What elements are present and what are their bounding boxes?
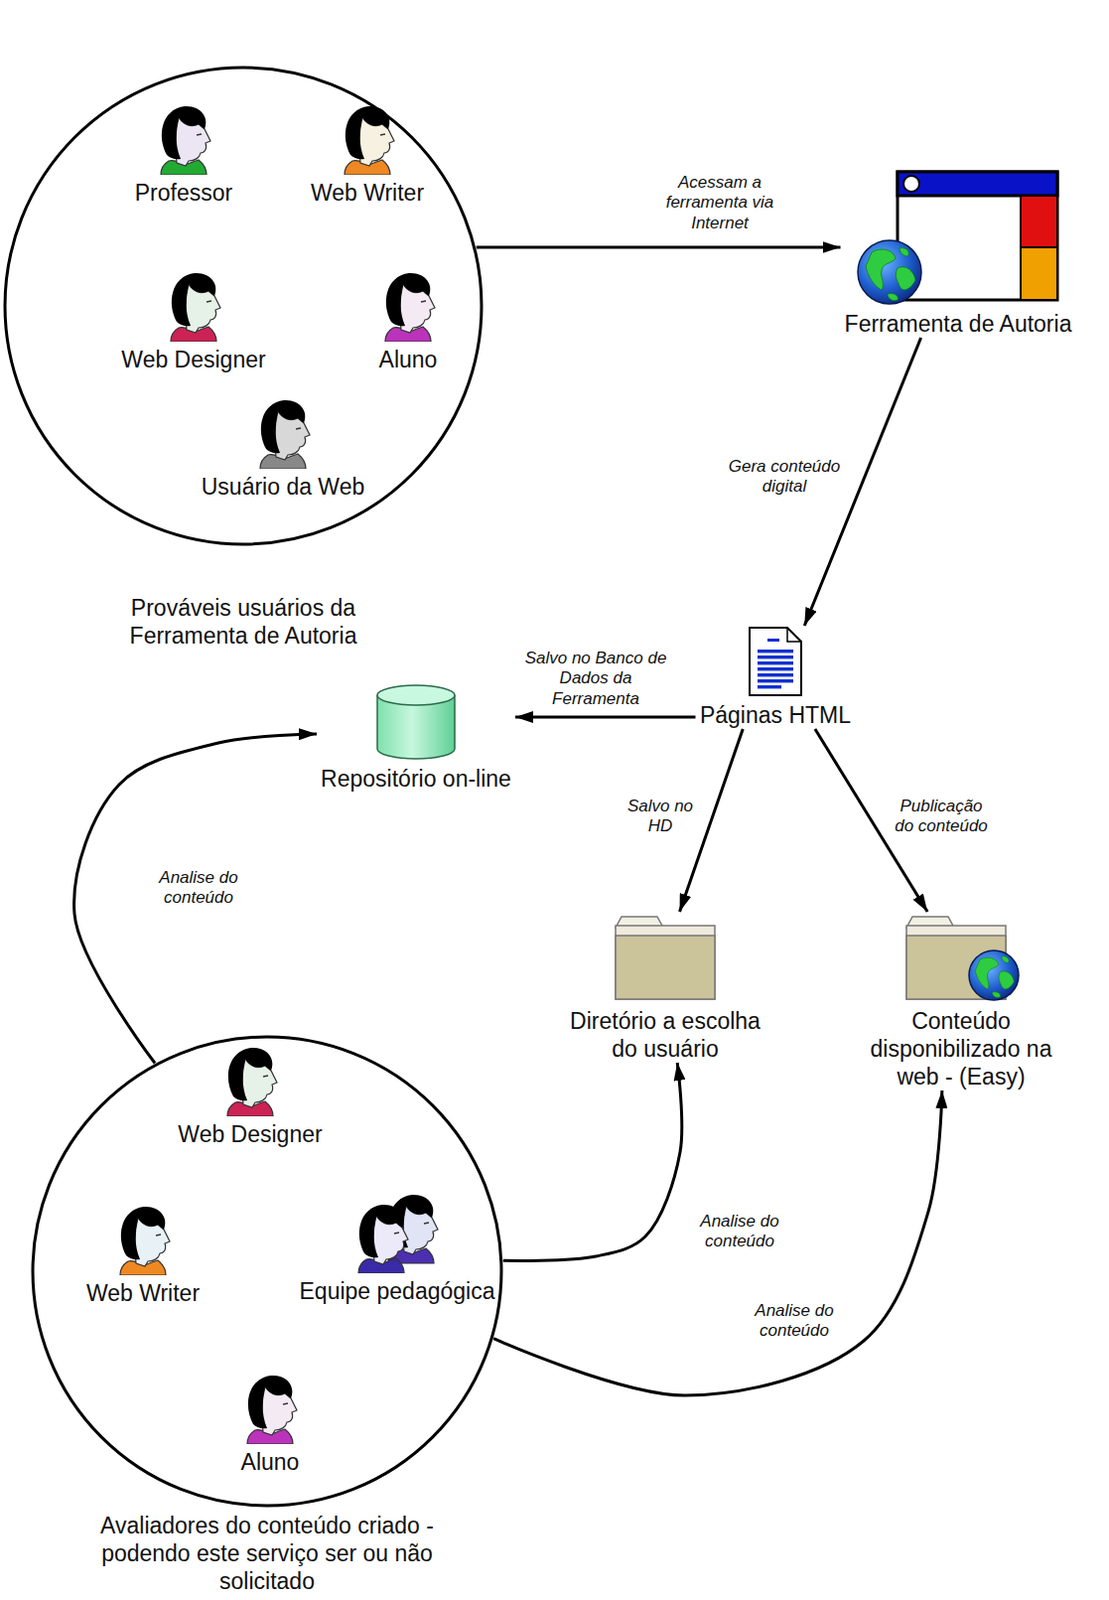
node-label: Conteúdo disponibilizado na web - (Easy): [861, 1006, 1061, 1091]
person-icon-drawing: [241, 1372, 299, 1444]
edge-label: Salvo no HD: [618, 796, 702, 837]
person-icon: Usuário da Web: [197, 397, 370, 501]
person-icon-drawing: [114, 1203, 172, 1275]
person-icon-drawing: [379, 270, 437, 342]
flow-arrow: [515, 715, 696, 719]
authoring-tool-icon-drawing: [855, 168, 1061, 306]
node-label: Web Writer: [86, 1278, 200, 1307]
flow-arrow: [815, 728, 928, 912]
node-label: Diretório a escolha do usuário: [563, 1006, 768, 1063]
flow-arrow: [680, 728, 744, 912]
person-icon: Web Writer: [82, 1203, 205, 1307]
html-page-icon: Páginas HTML: [695, 625, 856, 729]
person-icon: Web Writer: [306, 103, 429, 207]
authoring-tool-icon: Ferramenta de Autoria: [840, 168, 1077, 338]
person-icon: Aluno: [237, 1372, 304, 1476]
team-icon: Equipe pedagógica: [295, 1191, 500, 1305]
node-label: Web Writer: [310, 178, 424, 207]
node-label: Ferramenta de Autoria: [844, 309, 1073, 338]
node-label: Usuário da Web: [201, 472, 366, 501]
web-folder-icon-drawing: [902, 911, 1020, 1003]
node-label: Web Designer: [121, 345, 266, 374]
flow-arrow: [74, 733, 317, 1063]
edge-label: Analise do conteúdo: [688, 1211, 792, 1252]
edge-label: Analise do conteúdo: [742, 1300, 846, 1342]
person-icon-drawing: [154, 103, 213, 175]
edge-label: Gera conteúdo digital: [717, 456, 851, 498]
folder-icon: Diretório a escolha do usuário: [559, 911, 772, 1063]
person-icon-drawing: [221, 1044, 279, 1116]
person-icon-drawing: [338, 103, 397, 175]
node-label: Web Designer: [177, 1119, 322, 1148]
flow-arrow: [493, 1090, 943, 1395]
person-icon: Web Designer: [117, 270, 271, 374]
node-label: Equipe pedagógica: [299, 1276, 496, 1305]
person-icon-drawing: [164, 270, 223, 342]
flow-arrow: [503, 1062, 683, 1260]
person-icon-drawing: [254, 397, 312, 469]
person-icon: Aluno: [375, 270, 442, 374]
node-label: Aluno: [241, 1447, 300, 1476]
group-caption: Prováveis usuários da Ferramenta de Auto…: [99, 593, 388, 650]
html-page-icon-drawing: [747, 625, 804, 697]
node-label: Aluno: [379, 345, 438, 374]
web-folder-icon: Conteúdo disponibilizado na web - (Easy): [857, 911, 1065, 1091]
database-icon: Repositório on-line: [316, 683, 516, 793]
flow-arrow: [804, 337, 921, 626]
edge-label: Salvo no Banco de Dados da Ferramenta: [514, 648, 678, 709]
group-caption: Avaliadores do conteúdo criado - podendo…: [78, 1511, 456, 1595]
edge-label: Publicação do conteúdo: [891, 796, 991, 837]
user-group-circle: Prováveis usuários da Ferramenta de Auto…: [2, 65, 484, 547]
folder-icon-drawing: [611, 911, 719, 1003]
person-icon: Web Designer: [173, 1044, 327, 1148]
flow-arrow: [476, 246, 841, 250]
node-label: Páginas HTML: [699, 700, 851, 729]
person-icon: Professor: [131, 103, 238, 207]
node-label: Repositório on-line: [320, 764, 512, 793]
edge-label: Analise do conteúdo: [146, 867, 251, 909]
node-label: Professor: [135, 178, 233, 207]
edge-label: Acessam a ferramenta via Internet: [656, 172, 785, 234]
evaluator-group-circle: Avaliadores do conteúdo criado - podendo…: [30, 1034, 504, 1508]
database-icon-drawing: [375, 683, 457, 761]
team-icon-drawing: [352, 1191, 442, 1273]
